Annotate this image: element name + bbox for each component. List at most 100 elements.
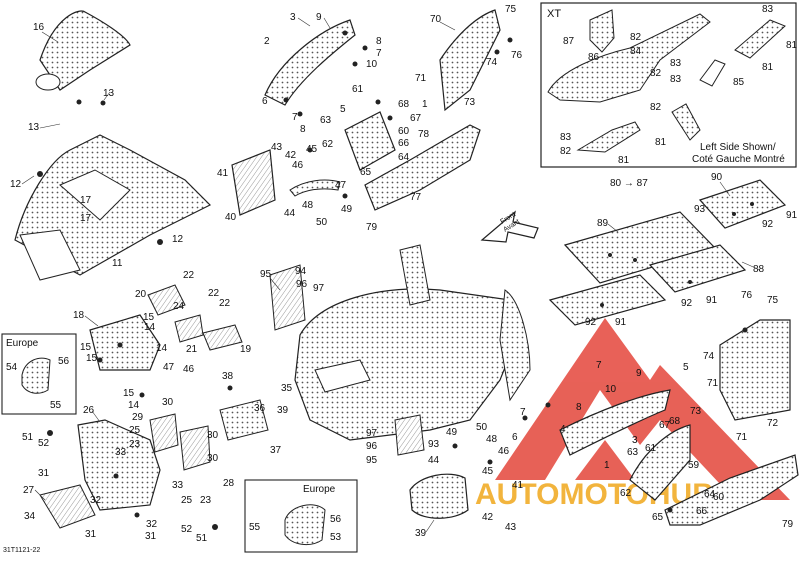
- svg-text:15: 15: [123, 388, 135, 399]
- svg-text:7: 7: [376, 48, 382, 59]
- svg-text:12: 12: [172, 234, 184, 245]
- xt-inset-title: XT: [547, 8, 561, 20]
- svg-text:50: 50: [476, 422, 488, 433]
- footrest-79-lower: [664, 454, 799, 526]
- svg-text:23: 23: [129, 439, 141, 450]
- svg-text:68: 68: [669, 416, 681, 427]
- svg-text:44: 44: [428, 455, 440, 466]
- svg-text:49: 49: [446, 427, 458, 438]
- svg-text:32: 32: [146, 519, 158, 530]
- svg-text:93: 93: [694, 204, 706, 215]
- svg-text:96: 96: [296, 279, 308, 290]
- svg-text:33: 33: [172, 480, 184, 491]
- plate-90: [698, 179, 787, 229]
- svg-text:97: 97: [366, 428, 378, 439]
- svg-text:19: 19: [240, 344, 252, 355]
- svg-text:81: 81: [655, 137, 667, 148]
- svg-text:4: 4: [560, 424, 566, 435]
- svg-text:90: 90: [711, 172, 723, 183]
- svg-text:65: 65: [360, 167, 372, 178]
- svg-text:81: 81: [618, 155, 630, 166]
- svg-text:70: 70: [430, 14, 442, 25]
- xt-inset: XT 83 87 82 86 84 81 83 85 82 83 81 82 8…: [540, 2, 798, 168]
- svg-text:14: 14: [128, 400, 140, 411]
- svg-text:50: 50: [316, 217, 328, 228]
- svg-text:8: 8: [376, 36, 382, 47]
- svg-text:67: 67: [410, 113, 422, 124]
- svg-text:47: 47: [163, 362, 175, 373]
- svg-text:Europe: Europe: [303, 484, 336, 495]
- svg-text:48: 48: [302, 200, 314, 211]
- svg-text:64: 64: [398, 152, 410, 163]
- svg-text:15: 15: [80, 342, 92, 353]
- plate-91: [548, 274, 667, 326]
- svg-text:22: 22: [183, 270, 195, 281]
- callout-labels: 16 13 13 12 17 17 11 12 3 9 2 8 7 10 6 7…: [10, 4, 798, 544]
- svg-text:46: 46: [498, 446, 510, 457]
- svg-text:92: 92: [681, 298, 693, 309]
- svg-text:8: 8: [576, 402, 582, 413]
- svg-text:83: 83: [670, 58, 682, 69]
- svg-text:46: 46: [183, 364, 195, 375]
- svg-text:31: 31: [145, 531, 157, 542]
- svg-text:31: 31: [85, 529, 97, 540]
- svg-text:86: 86: [588, 52, 600, 63]
- svg-text:64: 64: [704, 489, 716, 500]
- europe-box-bottom: Europe 55 56 53: [244, 479, 358, 553]
- svg-text:9: 9: [316, 12, 322, 23]
- mount-36: [219, 399, 269, 441]
- bracket-30: [149, 413, 211, 471]
- svg-text:25: 25: [181, 495, 193, 506]
- bumper-26: [77, 419, 161, 511]
- svg-text:54: 54: [6, 362, 18, 373]
- fender-lower-right: [559, 389, 671, 456]
- rail-45: [289, 179, 341, 197]
- svg-text:95: 95: [366, 455, 378, 466]
- svg-text:11: 11: [112, 258, 123, 269]
- svg-text:97: 97: [313, 283, 325, 294]
- grille-21: [174, 314, 204, 343]
- svg-text:71: 71: [736, 432, 748, 443]
- svg-text:24: 24: [173, 301, 185, 312]
- svg-text:52: 52: [38, 438, 50, 449]
- xt-reference: 80 → 87: [610, 178, 648, 189]
- front-direction-arrow: Front Avant: [480, 210, 539, 243]
- svg-text:7: 7: [520, 407, 526, 418]
- svg-text:82: 82: [650, 102, 662, 113]
- svg-text:28: 28: [223, 478, 235, 489]
- grille-20: [147, 284, 186, 316]
- footrest-78: [364, 124, 481, 211]
- svg-text:26: 26: [83, 405, 95, 416]
- svg-text:5: 5: [683, 362, 689, 373]
- svg-text:78: 78: [418, 129, 430, 140]
- svg-text:71: 71: [707, 378, 719, 389]
- svg-text:7: 7: [292, 112, 298, 123]
- leader-lines: [21, 17, 761, 533]
- svg-text:74: 74: [486, 57, 498, 68]
- front-body-assembly: [294, 244, 531, 441]
- svg-text:48: 48: [486, 434, 498, 445]
- svg-text:94: 94: [295, 266, 307, 277]
- svg-text:79: 79: [366, 222, 378, 233]
- svg-text:52: 52: [181, 524, 193, 535]
- svg-text:16: 16: [33, 22, 45, 33]
- svg-text:46: 46: [292, 160, 304, 171]
- svg-text:63: 63: [627, 447, 639, 458]
- panel-95-upper: [269, 264, 306, 331]
- svg-text:1: 1: [422, 99, 428, 110]
- svg-text:93: 93: [428, 439, 440, 450]
- svg-text:89: 89: [597, 218, 609, 229]
- svg-text:41: 41: [217, 168, 229, 179]
- svg-text:81: 81: [762, 62, 774, 73]
- svg-text:22: 22: [219, 298, 231, 309]
- svg-text:76: 76: [741, 290, 753, 301]
- svg-text:42: 42: [482, 512, 494, 523]
- europe-box-left: Europe 54 56 55: [1, 333, 77, 415]
- svg-text:47: 47: [335, 180, 347, 191]
- svg-text:73: 73: [464, 97, 476, 108]
- svg-text:91: 91: [615, 317, 627, 328]
- svg-text:39: 39: [277, 405, 289, 416]
- svg-text:38: 38: [222, 371, 234, 382]
- svg-text:76: 76: [511, 50, 523, 61]
